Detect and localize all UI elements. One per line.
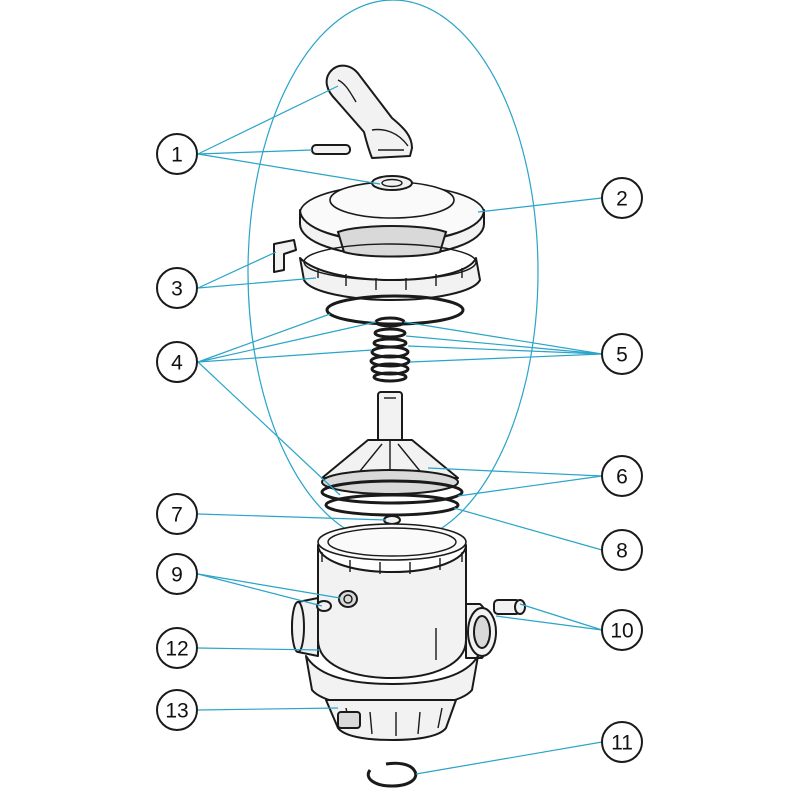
- svg-text:2: 2: [616, 188, 628, 211]
- svg-text:3: 3: [171, 278, 183, 301]
- svg-text:11: 11: [611, 732, 633, 755]
- svg-text:13: 13: [165, 700, 188, 723]
- callout-11: 11: [601, 721, 643, 763]
- callout-3: 3: [156, 267, 198, 309]
- svg-text:7: 7: [171, 504, 183, 527]
- part-oring-large: [325, 294, 465, 326]
- svg-text:6: 6: [616, 466, 628, 489]
- part-fittings-left: [316, 590, 358, 612]
- leader-lines: [197, 85, 603, 775]
- part-small-seal: [383, 515, 401, 525]
- callout-13: 13: [156, 689, 198, 731]
- callout-9: 9: [156, 553, 198, 595]
- svg-text:8: 8: [616, 540, 628, 563]
- callout-7: 7: [156, 493, 198, 535]
- callout-12: 12: [156, 627, 198, 669]
- part-rotor: [320, 391, 464, 505]
- part-fitting-right: [493, 599, 526, 615]
- svg-text:12: 12: [165, 638, 188, 661]
- part-cover: [299, 175, 485, 258]
- svg-text:4: 4: [171, 352, 183, 375]
- callout-8: 8: [601, 529, 643, 571]
- part-valve-body: [291, 523, 497, 709]
- callout-5: 5: [601, 333, 643, 375]
- part-body-gasket: [324, 493, 460, 517]
- callout-6: 6: [601, 455, 643, 497]
- part-snap-ring: [366, 761, 418, 788]
- svg-text:10: 10: [610, 620, 633, 643]
- callout-4: 4: [156, 341, 198, 383]
- part-clip: [273, 239, 297, 273]
- callout-10: 10: [601, 609, 643, 651]
- svg-text:1: 1: [171, 144, 183, 167]
- part-spring-stack: [369, 316, 411, 383]
- svg-text:5: 5: [616, 344, 628, 367]
- callout-1: 1: [156, 133, 198, 175]
- part-handle: [325, 64, 413, 159]
- part-drain-base: [325, 699, 457, 741]
- part-handle-pin: [311, 144, 351, 155]
- part-clamp-ring: [299, 243, 481, 301]
- callout-2: 2: [601, 177, 643, 219]
- svg-text:9: 9: [171, 564, 183, 587]
